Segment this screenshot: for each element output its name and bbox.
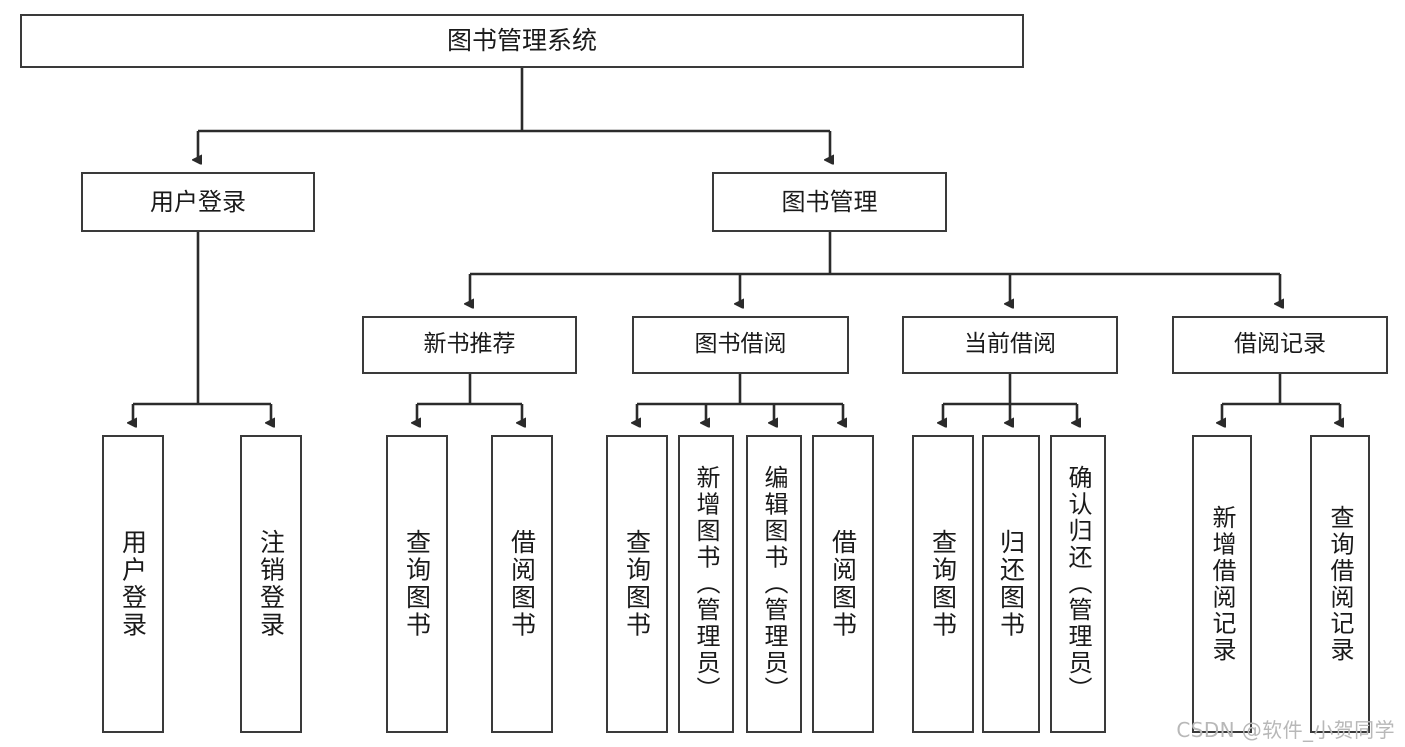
- node-label: 借阅图书: [507, 529, 537, 639]
- leaf-borrow-record-query[interactable]: 查询借阅记录: [1310, 435, 1370, 733]
- watermark-text: CSDN @软件_小贺同学: [1176, 718, 1395, 742]
- leaf-user-login-login[interactable]: 用户登录: [102, 435, 164, 733]
- node-label: 借阅记录: [1234, 331, 1326, 358]
- node-book-borrow[interactable]: 图书借阅: [632, 316, 849, 374]
- node-label: 归还图书: [996, 529, 1026, 639]
- node-label: 查询图书: [928, 529, 958, 639]
- node-label: 查询借阅记录: [1326, 504, 1354, 664]
- node-label: 新书推荐: [423, 331, 516, 358]
- leaf-new-book-query[interactable]: 查询图书: [386, 435, 448, 733]
- leaf-book-borrow-query[interactable]: 查询图书: [606, 435, 668, 733]
- node-label: 编辑图书（管理员）: [760, 465, 788, 703]
- leaf-book-borrow-add[interactable]: 新增图书（管理员）: [678, 435, 734, 733]
- node-label: 图书管理: [781, 187, 878, 216]
- leaf-book-borrow-edit[interactable]: 编辑图书（管理员）: [746, 435, 802, 733]
- node-new-book-recommend[interactable]: 新书推荐: [362, 316, 577, 374]
- leaf-user-login-logout[interactable]: 注销登录: [240, 435, 302, 733]
- node-book-management[interactable]: 图书管理: [712, 172, 947, 232]
- node-label: 查询图书: [622, 529, 652, 639]
- node-label: 用户登录: [150, 187, 246, 216]
- leaf-borrow-record-add[interactable]: 新增借阅记录: [1192, 435, 1252, 733]
- node-label: 查询图书: [402, 529, 432, 639]
- node-user-login[interactable]: 用户登录: [81, 172, 315, 232]
- node-label: 图书借阅: [694, 331, 787, 358]
- leaf-current-borrow-query[interactable]: 查询图书: [912, 435, 974, 733]
- leaf-current-borrow-return[interactable]: 归还图书: [982, 435, 1040, 733]
- node-label: 注销登录: [256, 529, 286, 639]
- node-label: 用户登录: [118, 529, 148, 639]
- leaf-current-borrow-confirm-return[interactable]: 确认归还（管理员）: [1050, 435, 1106, 733]
- node-label: 新增图书（管理员）: [692, 465, 720, 703]
- node-label: 借阅图书: [828, 529, 858, 639]
- node-root-system[interactable]: 图书管理系统: [20, 14, 1024, 68]
- leaf-book-borrow-borrow[interactable]: 借阅图书: [812, 435, 874, 733]
- node-label: 新增借阅记录: [1208, 504, 1236, 664]
- node-borrow-record[interactable]: 借阅记录: [1172, 316, 1388, 374]
- leaf-new-book-borrow[interactable]: 借阅图书: [491, 435, 553, 733]
- node-label: 图书管理系统: [446, 26, 597, 56]
- node-label: 当前借阅: [964, 331, 1056, 358]
- node-label: 确认归还（管理员）: [1064, 465, 1092, 703]
- node-current-borrow[interactable]: 当前借阅: [902, 316, 1118, 374]
